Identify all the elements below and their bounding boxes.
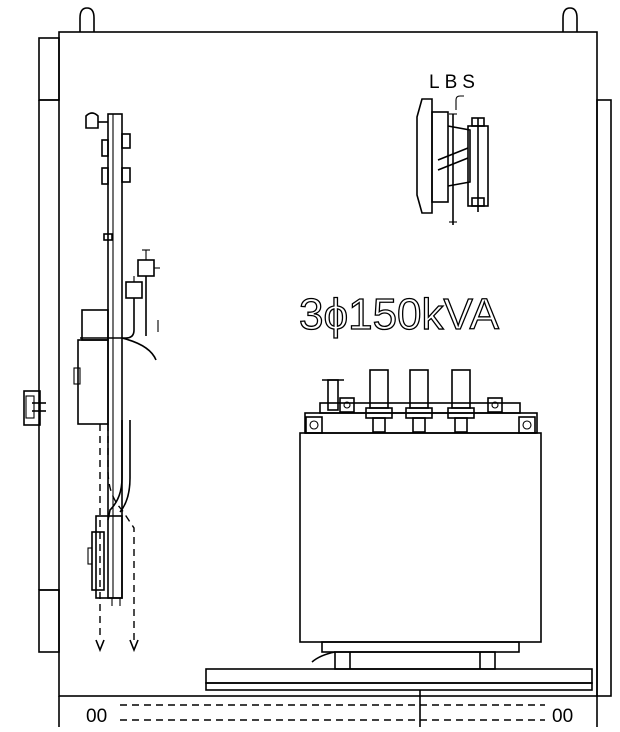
lbs-switch	[416, 95, 489, 225]
transformer-rating-label: 3ϕ150kVA	[299, 290, 500, 339]
transformer-base-frame	[205, 651, 593, 691]
side-frame-left	[38, 99, 59, 591]
hinge-bottom	[38, 589, 60, 653]
lbs-label: LBS	[429, 72, 480, 93]
left-control-assembly	[73, 112, 160, 653]
transformer	[299, 369, 542, 663]
vent-label-left: 00	[86, 706, 107, 727]
cabinet-door	[58, 31, 598, 697]
lifting-lug-left	[79, 7, 95, 32]
door-handle	[23, 390, 46, 426]
vent-label-right: 00	[552, 706, 573, 727]
hinge-top	[38, 37, 60, 101]
base-vent-strip	[58, 690, 598, 727]
lifting-lug-right	[562, 7, 578, 32]
side-frame-right	[596, 99, 612, 697]
